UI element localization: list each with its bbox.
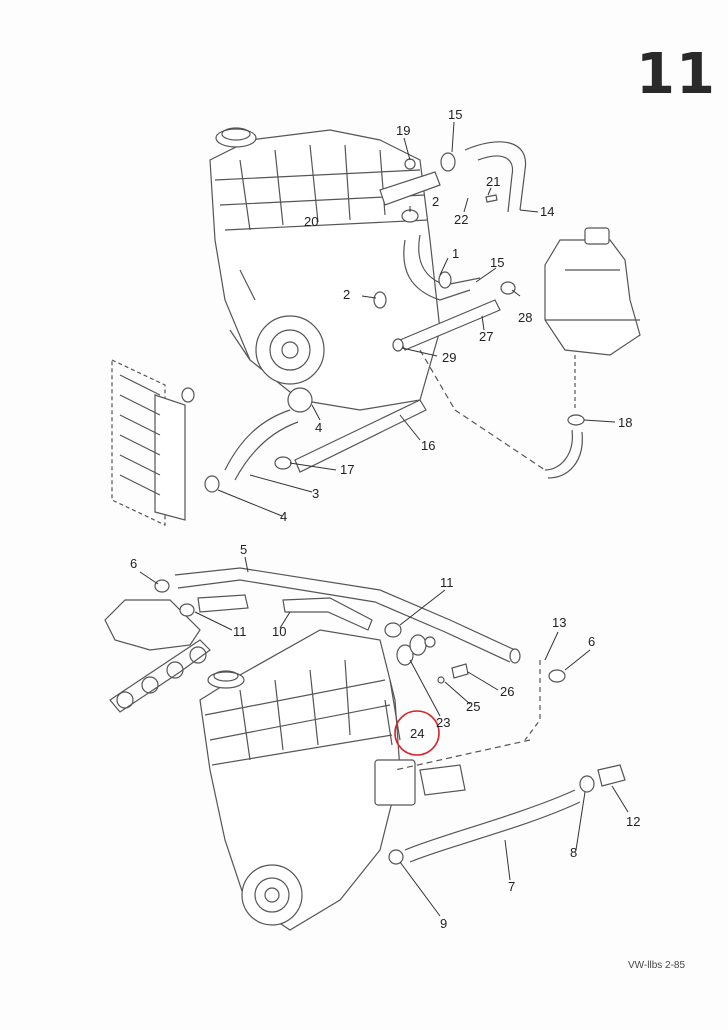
callout-1: 1 <box>452 246 459 261</box>
callout-13: 13 <box>552 615 566 630</box>
callout-21: 21 <box>486 174 500 189</box>
page-number: 11 <box>636 42 716 107</box>
upper-engine-block <box>209 127 441 413</box>
callout-11: 11 <box>440 575 454 590</box>
callout-23: 23 <box>436 715 450 730</box>
callout-20: 20 <box>304 214 318 229</box>
lower-leader-lines <box>139 556 629 917</box>
callout-2: 2 <box>432 194 439 209</box>
callout-25: 25 <box>466 699 480 714</box>
callout-6b: 6 <box>588 634 595 649</box>
callout-22: 22 <box>454 212 468 227</box>
callout-14: 14 <box>540 204 554 219</box>
callout-16: 16 <box>421 438 435 453</box>
exhaust-manifold <box>104 599 211 713</box>
callout-27: 27 <box>479 329 493 344</box>
callout-17: 17 <box>340 462 354 477</box>
highlight-circle-24 <box>394 710 440 756</box>
expansion-tank <box>419 227 641 479</box>
callout-4b: 4 <box>280 509 287 524</box>
callout-4: 4 <box>315 420 322 435</box>
callout-3: 3 <box>312 486 319 501</box>
callout-12: 12 <box>626 814 640 829</box>
callout-2b: 2 <box>343 287 350 302</box>
callout-28: 28 <box>518 310 532 325</box>
callout-19: 19 <box>396 123 410 138</box>
callout-6: 6 <box>130 556 137 571</box>
footer-reference: VW-llbs 2-85 <box>628 960 686 971</box>
callout-10: 10 <box>272 624 286 639</box>
lower-hoses <box>154 567 626 865</box>
upper-callout-labels: 15 19 21 2 20 22 14 1 15 2 28 27 29 18 4… <box>280 107 632 524</box>
callout-8: 8 <box>570 845 577 860</box>
callout-29: 29 <box>442 350 456 365</box>
callout-5: 5 <box>240 542 247 557</box>
callout-11b: 11 <box>233 624 247 639</box>
callout-15: 15 <box>448 107 462 122</box>
lower-engine-block <box>199 629 466 931</box>
callout-24: 24 <box>410 726 424 741</box>
callout-26: 26 <box>500 684 514 699</box>
callout-18: 18 <box>618 415 632 430</box>
callout-15b: 15 <box>490 255 504 270</box>
upper-leader-lines <box>217 121 616 517</box>
lower-callout-labels: 5 6 11 11 10 13 6 26 25 23 24 12 8 7 9 <box>130 542 640 931</box>
callout-7: 7 <box>508 879 515 894</box>
callout-9: 9 <box>440 916 447 931</box>
upper-hoses <box>181 141 527 493</box>
upper-radiator <box>111 359 186 526</box>
